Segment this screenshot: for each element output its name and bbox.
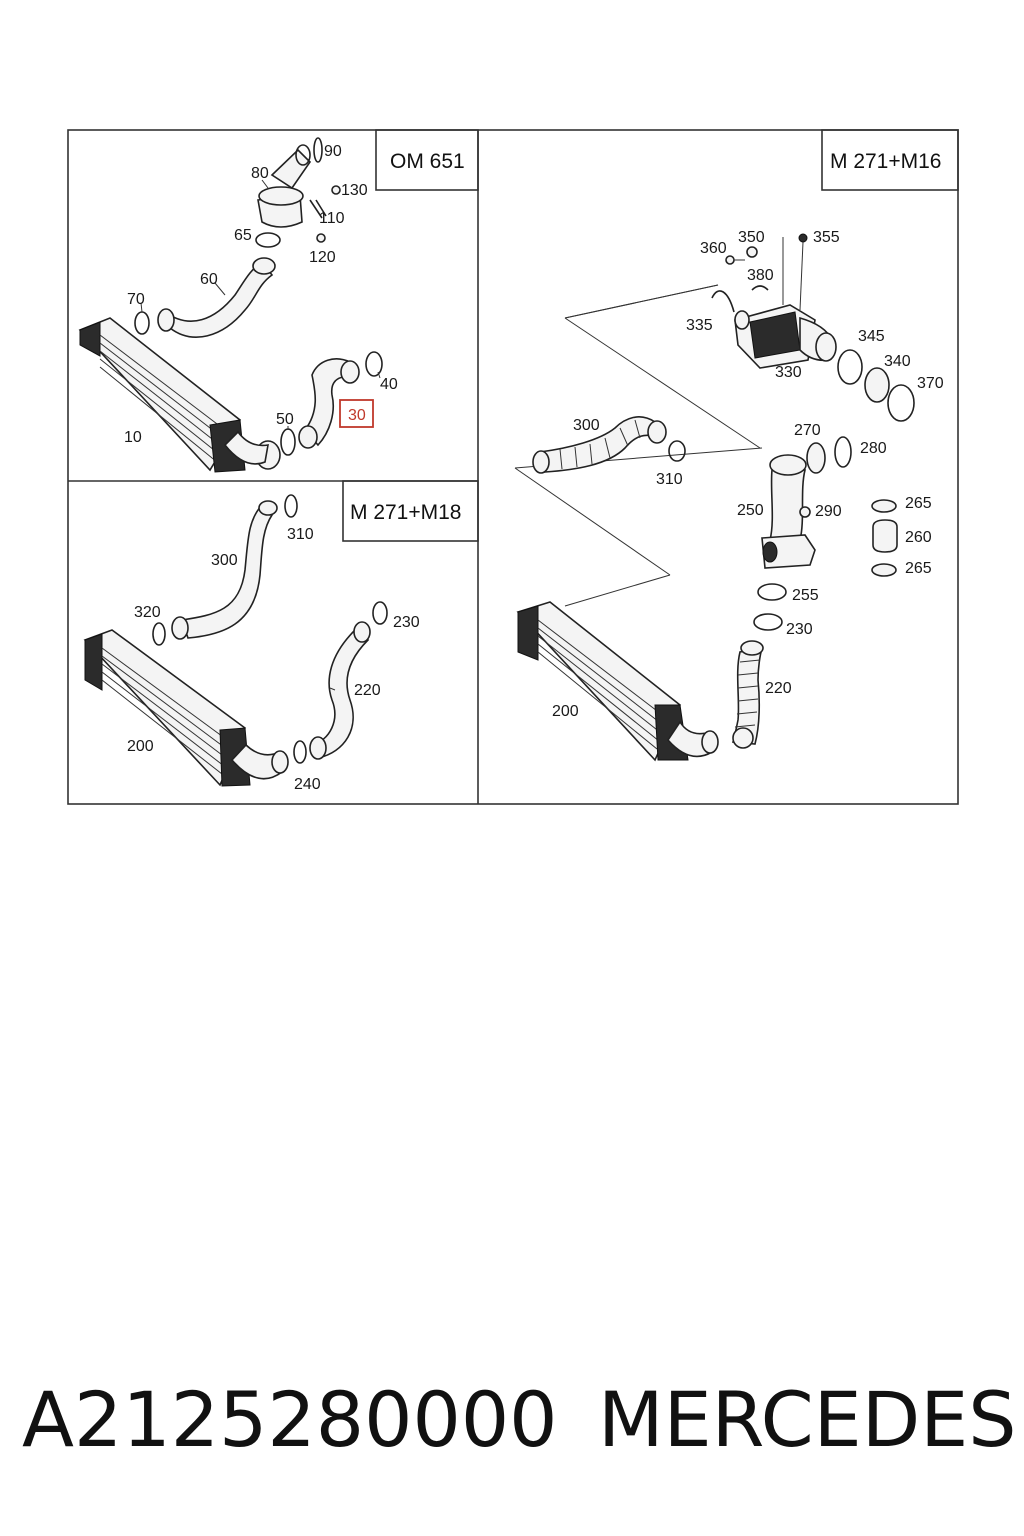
callout-340: 340 [884, 353, 911, 370]
callout-250: 250 [737, 502, 764, 519]
screw-360 [725, 255, 735, 265]
screw-130 [331, 185, 341, 195]
callout-80: 80 [251, 165, 269, 182]
callout-220-m16: 220 [765, 680, 792, 697]
ring-310-m18 [284, 494, 298, 518]
panel-om651-callouts: 90 80 130 110 65 120 60 70 40 50 30 10 [124, 143, 398, 446]
callout-265-top: 265 [905, 495, 932, 512]
panel-m271-m16-callouts: 360 350 355 380 335 345 340 330 370 300 … [552, 229, 944, 720]
svg-text:M 271+M18: M 271+M18 [350, 501, 461, 524]
callout-310-m16: 310 [656, 471, 683, 488]
callout-60: 60 [200, 271, 218, 288]
hose-300 [180, 503, 274, 639]
coupling-260 [872, 519, 898, 553]
callout-335: 335 [686, 317, 713, 334]
callout-350: 350 [738, 229, 765, 246]
ring-40 [365, 351, 383, 377]
callout-30[interactable]: 30 [348, 407, 366, 424]
clamp-265-bottom [871, 563, 897, 577]
throttle-housing-330 [734, 304, 837, 369]
clip-380 [751, 285, 769, 291]
callout-300-m16: 300 [573, 417, 600, 434]
clamp-65-connector [252, 257, 276, 275]
callout-260: 260 [905, 529, 932, 546]
clip-110 [309, 199, 327, 219]
callout-230-m18: 230 [393, 614, 420, 631]
callout-90: 90 [324, 143, 342, 160]
callout-120: 120 [309, 249, 336, 266]
callout-65: 65 [234, 227, 252, 244]
panel-m271-m18-title: M 271+M18 [342, 480, 479, 542]
callout-130: 130 [341, 182, 368, 199]
ring-240 [293, 740, 307, 764]
ring-230-m16 [753, 613, 783, 631]
pipe-250 [761, 454, 816, 569]
svg-text:M 271+M16: M 271+M16 [830, 150, 941, 173]
callout-200-m18: 200 [127, 738, 154, 755]
callout-30-highlight-box[interactable] [339, 399, 374, 428]
callout-10: 10 [124, 429, 142, 446]
ring-310-m16 [668, 440, 686, 462]
diagram-frame [67, 129, 959, 805]
panel-m271-m16-title: M 271+M16 [821, 129, 959, 191]
callout-360: 360 [700, 240, 727, 257]
callout-230-m16: 230 [786, 621, 813, 638]
callout-330: 330 [775, 364, 802, 381]
charge-air-cooler-200 [83, 629, 289, 787]
callout-355: 355 [813, 229, 840, 246]
grommet-350 [746, 246, 758, 258]
charge-air-cooler-10 [78, 317, 281, 473]
ring-65 [255, 232, 281, 248]
ring-90 [313, 137, 323, 163]
bolt-290 [799, 506, 811, 518]
svg-text:OM 651: OM 651 [390, 150, 465, 173]
clamp-70-connector [157, 308, 175, 332]
panel-m271-m16-drawing [514, 233, 915, 762]
callout-70: 70 [127, 291, 145, 308]
clamp-340 [864, 367, 890, 403]
callout-280: 280 [860, 440, 887, 457]
callout-345: 345 [858, 328, 885, 345]
part-number: A2125280000 [22, 1375, 558, 1464]
callout-320: 320 [134, 604, 161, 621]
ring-345 [837, 349, 863, 385]
ring-320 [152, 622, 166, 646]
callout-380: 380 [747, 267, 774, 284]
ring-50 [280, 428, 296, 456]
charge-air-cooler-200-m16 [516, 601, 719, 762]
callout-110: 110 [319, 210, 345, 227]
callout-290: 290 [815, 503, 842, 520]
callout-40: 40 [380, 376, 398, 393]
callout-300-m18: 300 [211, 552, 238, 569]
ring-70 [134, 311, 150, 335]
clamp-280 [834, 436, 852, 468]
panel-m271-m18-callouts: 310 300 320 230 220 200 240 [127, 526, 420, 793]
brand-name: MERCEDES [598, 1375, 1017, 1464]
panel-om651-drawing [78, 137, 383, 473]
ring-255 [757, 583, 787, 601]
cap-355 [798, 233, 808, 243]
ring-270 [806, 442, 826, 474]
callout-270: 270 [794, 422, 821, 439]
clamp-265-top [871, 499, 897, 513]
callout-200-m16: 200 [552, 703, 579, 720]
ring-230-m18 [372, 601, 388, 625]
bolt-120 [316, 233, 326, 243]
panel-m271-m18-drawing [83, 494, 388, 787]
clamp-370 [887, 384, 915, 422]
clip-335 [711, 290, 735, 313]
callout-255: 255 [792, 587, 819, 604]
callout-240: 240 [294, 776, 321, 793]
panel-om651-title: OM 651 [375, 129, 479, 191]
callout-265-bottom: 265 [905, 560, 932, 577]
callout-370: 370 [917, 375, 944, 392]
hose-60 [163, 260, 274, 338]
callout-310-m18: 310 [287, 526, 314, 543]
callout-50: 50 [276, 411, 294, 428]
hose-220 [310, 628, 370, 759]
callout-220-m18: 220 [354, 682, 381, 699]
hose-300-m16 [539, 416, 662, 473]
